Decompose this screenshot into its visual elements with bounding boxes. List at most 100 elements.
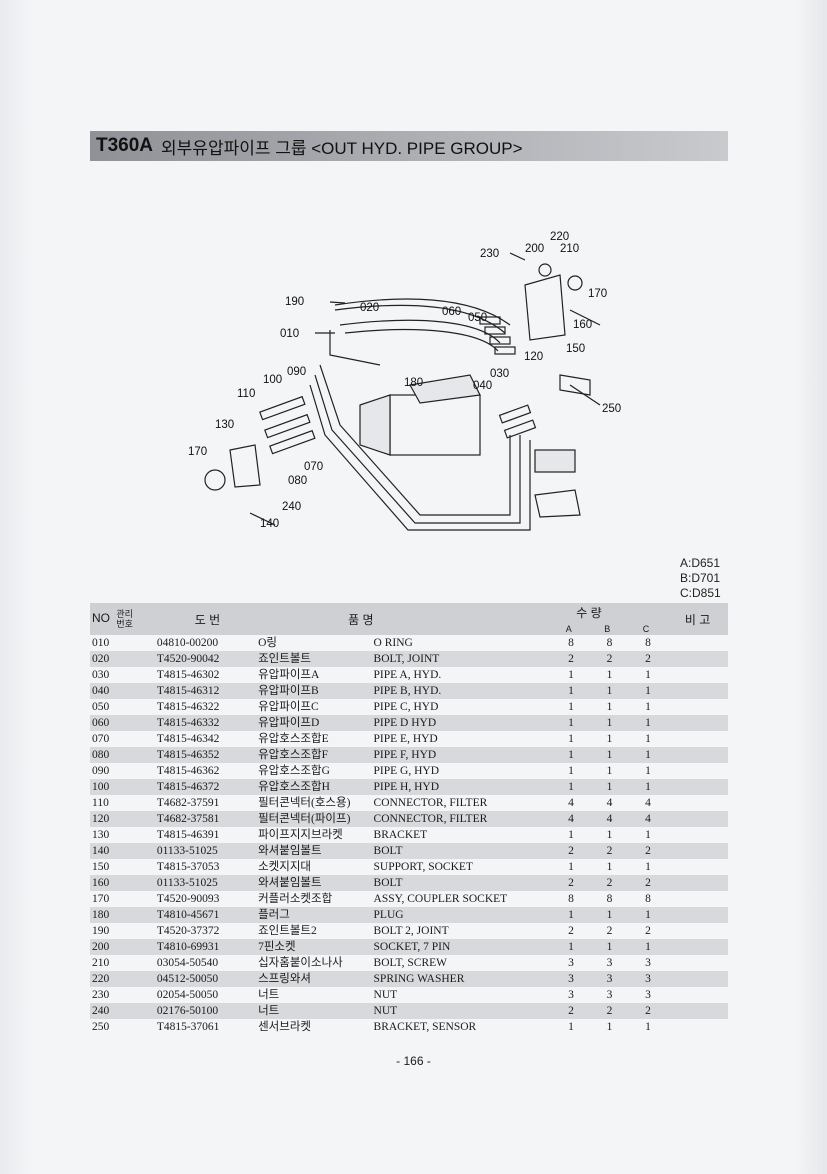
- cell-no: 010: [92, 637, 110, 649]
- cell-part-no: T4815-37053: [156, 861, 220, 873]
- cell-qty-c: 1: [645, 733, 651, 745]
- cell-no: 160: [92, 877, 110, 889]
- cell-no: 130: [92, 829, 110, 841]
- cell-qty-c: 1: [645, 765, 651, 777]
- section-title: 외부유압파이프 그룹 <OUT HYD. PIPE GROUP>: [161, 138, 523, 158]
- cell-qty-b: 1: [606, 733, 613, 745]
- cell-qty-c: 1: [645, 909, 651, 921]
- callout-label: 170: [588, 288, 607, 300]
- cell-name-en: SPRING WASHER: [373, 973, 465, 985]
- cell-qty-b: 1: [606, 1021, 613, 1033]
- cell-qty-b: 3: [606, 957, 613, 969]
- cell-remark: [667, 1019, 728, 1035]
- cell-remark: [667, 923, 728, 939]
- cell-no: 070: [92, 733, 110, 745]
- cell-name-en: PIPE D HYD: [373, 717, 437, 729]
- cell-remark: [667, 891, 728, 907]
- cell-qty-c: 1: [645, 829, 651, 841]
- cell-name-en: PIPE C, HYD: [373, 701, 439, 713]
- cell-qty-c: 2: [645, 845, 651, 857]
- cell-qty-b: 1: [606, 685, 613, 697]
- legend-item: A:D651: [680, 556, 721, 570]
- cell-part-no: T4815-46372: [156, 781, 220, 793]
- callout-label: 140: [260, 518, 279, 530]
- cell-qty-a: 1: [568, 781, 574, 793]
- cell-name-kr: 파이프지지브라켓: [258, 829, 343, 841]
- callout-label: 080: [288, 475, 307, 487]
- cell-qty-a: 3: [568, 957, 574, 969]
- cell-part-no: T4520-90042: [156, 653, 220, 665]
- cell-no: 150: [92, 861, 110, 873]
- cell-remark: [667, 907, 728, 923]
- cell-no: 040: [92, 685, 110, 697]
- cell-name-en: PIPE G, HYD: [373, 765, 440, 777]
- cell-name-kr: 십자홈붙이소나사: [258, 957, 343, 969]
- page-number: - 166 -: [396, 1054, 431, 1068]
- cell-qty-a: 2: [568, 1005, 574, 1017]
- cell-name-kr: 너트: [258, 989, 280, 1001]
- cell-name-kr: 센서브라켓: [258, 1021, 311, 1033]
- cell-part-no: 01133-51025: [156, 877, 218, 889]
- cell-qty-b: 3: [606, 989, 613, 1001]
- cell-no: 050: [92, 701, 110, 713]
- cell-qty-b: 2: [606, 845, 613, 857]
- cell-name-en: PIPE A, HYD.: [373, 669, 442, 681]
- cell-qty-c: 1: [645, 717, 651, 729]
- cell-name-kr: 유압호스조합F: [258, 749, 328, 761]
- cell-remark: [667, 683, 728, 699]
- cell-part-no: T4815-46342: [156, 733, 220, 745]
- cell-remark: [667, 1003, 728, 1019]
- cell-no: 170: [92, 893, 110, 905]
- cell-name-kr: 플러그: [258, 909, 290, 921]
- cell-qty-b: 4: [606, 797, 613, 809]
- cell-name-en: BOLT, JOINT: [373, 653, 440, 665]
- cell-qty-a: 1: [568, 909, 574, 921]
- cell-qty-b: 8: [606, 637, 613, 649]
- legend-item: B:D701: [680, 571, 721, 585]
- cell-qty-a: 1: [568, 733, 574, 745]
- cell-qty-b: 1: [606, 781, 613, 793]
- header-no: NO 관리번호: [92, 609, 133, 629]
- cell-qty-c: 3: [645, 957, 651, 969]
- cell-qty-b: 4: [606, 813, 613, 825]
- cell-name-en: NUT: [373, 1005, 398, 1017]
- cell-qty-c: 1: [645, 685, 651, 697]
- cell-no: 200: [92, 941, 110, 953]
- table-header: NO 관리번호 도 번 품 명 A 수 량 B C 비 고: [90, 603, 728, 635]
- cell-name-kr: 유압파이프B: [258, 685, 319, 697]
- cell-remark: [667, 795, 728, 811]
- diagram-linework: [204, 252, 601, 531]
- callout-label: 190: [285, 296, 304, 308]
- callout-label: 160: [573, 319, 592, 331]
- cell-name-en: BRACKET, SENSOR: [373, 1021, 477, 1033]
- cell-qty-b: 1: [606, 861, 613, 873]
- cell-qty-a: 1: [568, 829, 574, 841]
- cell-qty-c: 1: [645, 861, 651, 873]
- cell-qty-c: 1: [645, 781, 651, 793]
- cell-remark: [667, 667, 728, 683]
- cell-qty-c: 4: [645, 813, 651, 825]
- cell-name-kr: 소켓지지대: [258, 861, 311, 873]
- cell-qty-a: 1: [568, 1021, 574, 1033]
- cell-qty-c: 1: [645, 941, 651, 953]
- cell-name-en: CONNECTOR, FILTER: [373, 797, 488, 809]
- exploded-parts-diagram: 220 230 200 210 170 190 020 060 050 160 …: [188, 231, 621, 531]
- callout-label: 250: [602, 403, 621, 415]
- cell-part-no: T4815-46391: [156, 829, 220, 841]
- callout-label: 030: [490, 368, 509, 380]
- cell-remark: [667, 843, 728, 859]
- cell-name-kr: 커플러소켓조합: [258, 893, 333, 905]
- header-name: 품 명: [348, 612, 374, 627]
- cell-part-no: T4520-37372: [156, 925, 220, 937]
- cell-name-en: SUPPORT, SOCKET: [373, 861, 473, 873]
- cell-name-en: BRACKET: [373, 829, 428, 841]
